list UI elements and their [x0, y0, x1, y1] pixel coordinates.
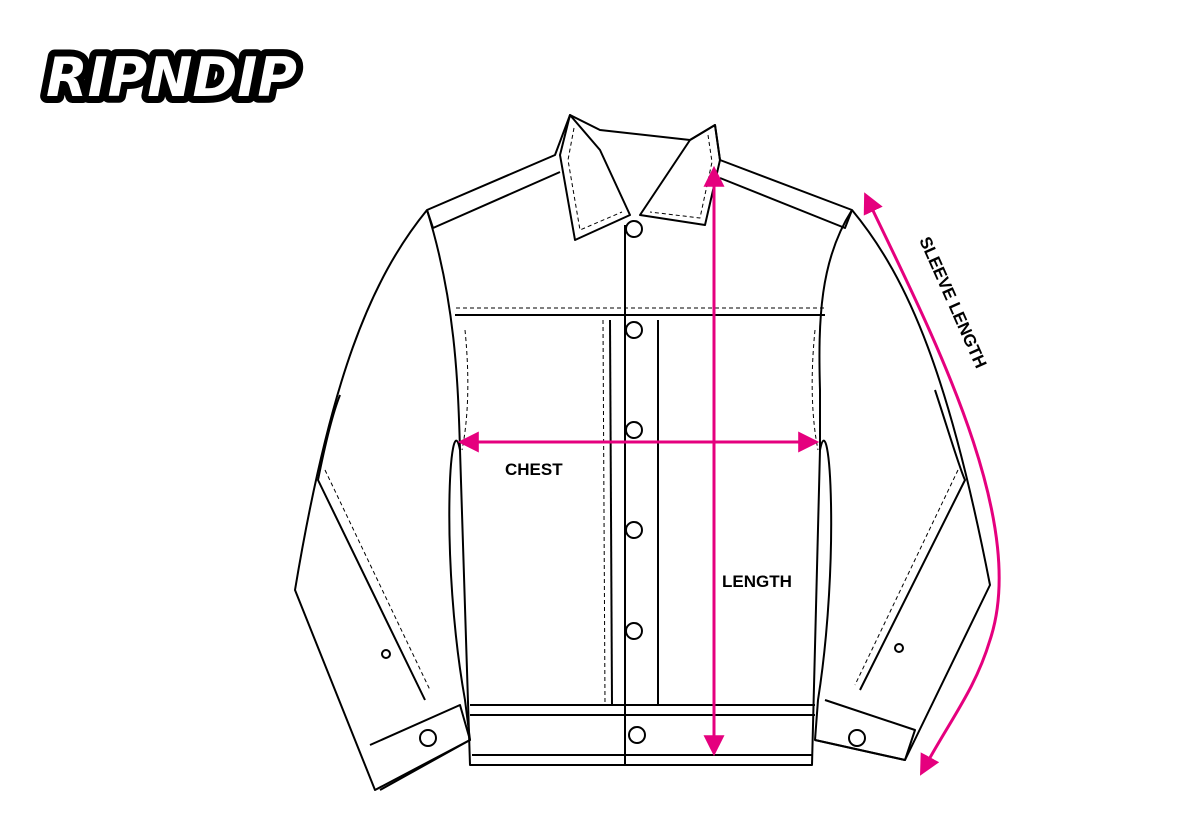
- measurement-arrows: [457, 165, 1001, 776]
- right-cuff: [814, 699, 916, 761]
- left-sleeve-stitch: [324, 469, 431, 691]
- left-sleeve-outline: [294, 209, 471, 791]
- sleeve-length-label: SLEEVE LENGTH: [915, 234, 990, 371]
- button: [625, 220, 643, 238]
- button: [628, 726, 646, 744]
- front-panel-line: [609, 319, 613, 706]
- right-sleeve-stitch: [854, 469, 959, 686]
- front-panel-stitch: [602, 319, 606, 706]
- button: [419, 729, 437, 747]
- chest-label: CHEST: [505, 460, 563, 479]
- collar-stitch-left: [567, 127, 623, 231]
- side-seam-right: [811, 329, 819, 451]
- logo-outline: RIPNDIP: [46, 46, 297, 109]
- button: [625, 622, 643, 640]
- button: [625, 421, 643, 439]
- button: [894, 643, 904, 653]
- side-seam-left: [461, 329, 469, 451]
- shoulder-seam-right: [719, 177, 853, 229]
- right-sleeve-outline: [814, 209, 991, 761]
- right-sleeve-seam: [859, 389, 966, 691]
- brand-logo: RIPNDIP RIPNDIP: [39, 39, 304, 116]
- jacket-body-outline: [426, 114, 853, 766]
- collar-stitch-right: [649, 134, 713, 219]
- button: [625, 521, 643, 539]
- left-sleeve-seam: [317, 394, 426, 701]
- logo-text: RIPNDIP: [46, 46, 297, 109]
- button: [848, 729, 866, 747]
- jacket-collar: [559, 114, 721, 241]
- jacket-drawing: [294, 114, 991, 791]
- left-cuff: [369, 704, 471, 791]
- waistband: [470, 704, 815, 756]
- button: [381, 649, 391, 659]
- button: [625, 321, 643, 339]
- shoulder-seam-left: [426, 171, 561, 229]
- sleeve-length-arrow: [863, 192, 1001, 776]
- length-label: LENGTH: [722, 572, 792, 591]
